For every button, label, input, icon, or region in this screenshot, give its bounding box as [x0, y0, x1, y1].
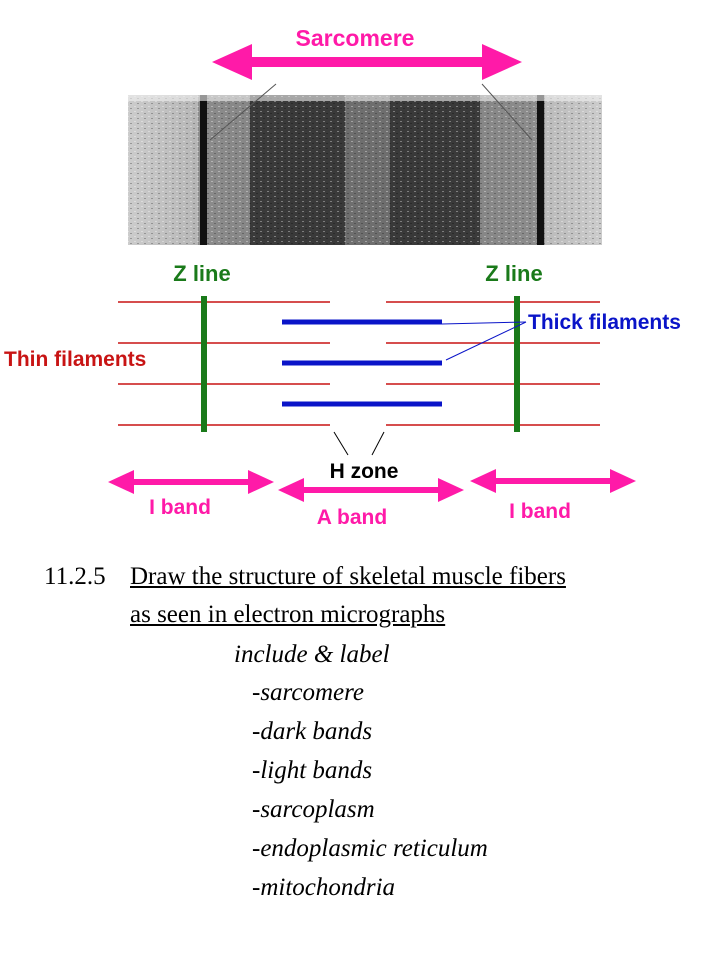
sarcomere-diagram: Sarcomere Z line Z line Thick filaments …	[4, 25, 681, 529]
sarcomere-arrow	[209, 44, 533, 141]
i-band-right-arrow	[470, 469, 636, 493]
i-band-left-arrow	[108, 470, 274, 494]
caption-item: -endoplasmic reticulum	[252, 835, 488, 862]
z-line-label-left: Z line	[173, 261, 230, 286]
caption-title-line1: Draw the structure of skeletal muscle fi…	[130, 563, 566, 590]
thin-filaments	[118, 301, 600, 426]
thick-filaments-pointers	[441, 321, 527, 361]
h-zone-label: H zone	[330, 460, 399, 483]
thin-filaments-label: Thin filaments	[4, 348, 146, 371]
electron-micrograph	[128, 95, 602, 245]
a-band-arrow	[278, 478, 464, 502]
caption-item: -sarcoplasm	[252, 796, 375, 823]
thick-filaments-label: Thick filaments	[528, 311, 681, 334]
caption-subtitle: include & label	[234, 641, 390, 668]
caption-number: 11.2.5	[44, 563, 106, 590]
z-line-label-right: Z line	[485, 261, 542, 286]
caption-item: -light bands	[252, 757, 373, 784]
i-band-left-label: I band	[149, 496, 211, 519]
caption-item: -dark bands	[252, 718, 373, 745]
thick-filaments	[282, 319, 442, 407]
sarcomere-label: Sarcomere	[296, 25, 415, 51]
i-band-right-label: I band	[509, 500, 571, 523]
caption-item: -mitochondria	[252, 874, 396, 901]
h-zone-pointers	[333, 431, 385, 456]
a-band-label: A band	[317, 506, 387, 529]
caption-title-line2: as seen in electron micrographs	[130, 601, 446, 628]
caption-item: -sarcomere	[252, 679, 364, 706]
z-lines	[201, 296, 520, 432]
